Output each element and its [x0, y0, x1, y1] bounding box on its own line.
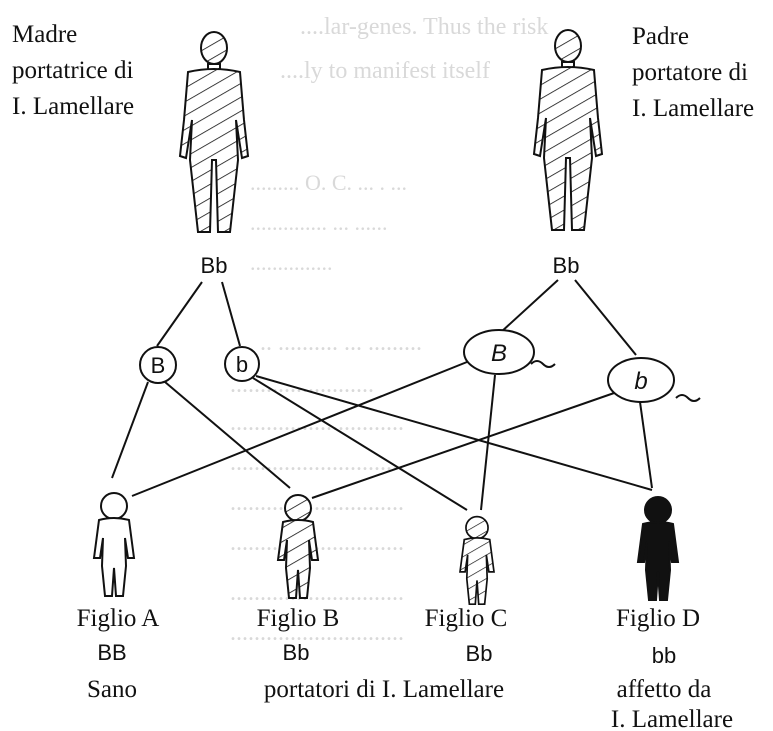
gamete-mother-B: B [140, 347, 176, 383]
child-c-genotype: Bb [466, 641, 493, 666]
mother-label: Madre portatrice di I. Lamellare [12, 21, 140, 120]
child-c-figure [460, 517, 494, 605]
child-a-status: Sano [87, 676, 137, 703]
child-b-name: Figlio B [257, 605, 340, 632]
child-d-figure [638, 497, 678, 600]
gamete-father-b: b [608, 358, 674, 402]
svg-text:b: b [236, 352, 248, 377]
child-a-name: Figlio A [77, 605, 160, 632]
child-c-name: Figlio C [425, 605, 508, 632]
gamete-mother-b: b [225, 347, 259, 381]
child-a-figure [94, 493, 134, 596]
child-d-status-line2: I. Lamellare [611, 706, 733, 731]
mother-genotype: Bb [201, 253, 228, 278]
child-b-figure [278, 495, 318, 598]
mother-figure [180, 32, 248, 232]
child-d-name: Figlio D [616, 605, 700, 632]
child-b-genotype: Bb [283, 640, 310, 665]
shared-status-label: portatori di I. Lamellare [264, 676, 504, 703]
father-figure [534, 30, 602, 230]
child-d-status-line1: affetto da [617, 676, 712, 703]
father-genotype: Bb [553, 253, 580, 278]
child-d-genotype: bb [652, 643, 676, 668]
gamete-father-B: B [464, 330, 534, 374]
svg-text:B: B [491, 340, 507, 367]
father-label: Padre portatore di I. Lamellare [632, 23, 754, 122]
svg-text:b: b [634, 368, 647, 395]
svg-text:B: B [151, 353, 166, 378]
child-a-genotype: BB [97, 640, 126, 665]
pedigree-lines [112, 280, 700, 510]
